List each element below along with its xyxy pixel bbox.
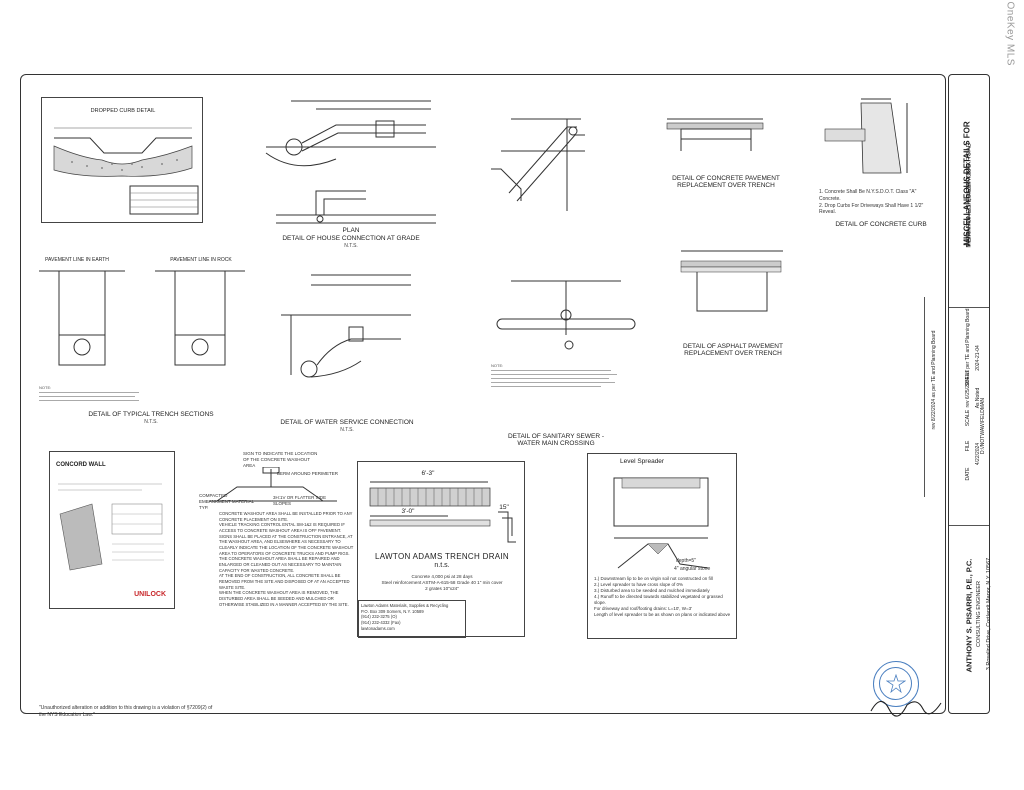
concord-wall-panel: CONCORD WALL UNILOCK <box>49 451 175 609</box>
engineer-name: ANTHONY S. PISARRI, P.E., P.C. <box>964 558 974 673</box>
asphalt-pavement-drawing <box>680 250 783 312</box>
house-connection-drawing <box>265 100 436 224</box>
pavement-line-rock-label: PAVEMENT LINE IN ROCK <box>170 257 232 263</box>
watermark-text: OneKey MLS <box>1004 1 1016 66</box>
seal-star-icon <box>886 674 906 694</box>
water-service-title: DETAIL OF WATER SERVICE CONNECTION <box>280 419 414 426</box>
sanitary-sewer-drawing <box>496 280 636 350</box>
trench-drain-dim2: 3'-0" <box>401 508 415 515</box>
house-connection-title: DETAIL OF HOUSE CONNECTION AT GRADE <box>282 235 420 242</box>
washout-sideslopes-label: 3H:1V OR FLATTER SIDE SLOPES <box>273 495 327 507</box>
date-label: DATE <box>965 467 971 481</box>
unilock-logo: UNILOCK <box>134 591 166 598</box>
trench-drain-title: LAWTON ADAMS TRENCH DRAIN <box>374 552 510 561</box>
sheet-number-label: SHEET <box>965 369 971 387</box>
revision-strip: rev 8/22/2024 as per TE and Planning Boa… <box>924 297 945 497</box>
dropped-curb-title: DROPPED CURB DETAIL <box>90 108 156 114</box>
level-spreader-stone: 4" angular stone <box>674 566 711 572</box>
pe-seal <box>873 661 919 707</box>
asphalt-pavement-title: DETAIL OF ASPHALT PAVEMENT REPLACEMENT O… <box>683 343 783 358</box>
dropped-curb-panel: DROPPED CURB DETAIL <box>41 97 203 223</box>
signature-mark <box>870 700 942 717</box>
trench-drain-dim3: 15" <box>499 504 509 511</box>
concrete-curb-notes: 1. Concrete Shall Be N.Y.S.D.O.T. Class … <box>819 189 924 216</box>
concrete-curb-title: DETAIL OF CONCRETE CURB <box>835 221 927 228</box>
concord-wall-drawing <box>58 483 164 571</box>
trench-drain-vendor-box: Lawton Adams Materials, Supplies & Recyc… <box>358 600 466 638</box>
trench-notes: NOTE: <box>39 385 149 402</box>
engineer-title: CONSULTING ENGINEER <box>976 581 982 647</box>
title-block: MISCELLANEOUS DETAILS FOR FEINMAN - 21 E… <box>948 74 992 714</box>
washout-notes: CONCRETE WASHOUT AREA SHALL BE INSTALLED… <box>219 511 354 607</box>
concrete-curb-drawing <box>824 98 908 174</box>
title-block-divider-2 <box>949 525 989 526</box>
date-value: 4/22/2024 <box>975 442 981 466</box>
level-spreader-title: Level Spreader <box>620 458 665 465</box>
level-spreader-drawing <box>613 477 709 569</box>
disclaimer-text: "Unauthorized alteration or addition to … <box>39 705 213 718</box>
dropped-curb-drawing <box>53 127 199 215</box>
concrete-pavement-title: DETAIL OF CONCRETE PAVEMENT REPLACEMENT … <box>672 175 780 190</box>
water-service-drawing <box>281 274 411 378</box>
washout-drawing <box>209 467 337 502</box>
trench-sections-drawing <box>39 270 245 366</box>
title-block-divider-1 <box>949 307 989 308</box>
pe-seal-inner <box>879 667 912 700</box>
trench-drain-dim1: 6'-3" <box>421 470 435 477</box>
washout-sign-label: SIGN TO INDICATE THE LOCATION OF THE CON… <box>243 451 318 469</box>
trench-drain-vendor: Lawton Adams Materials, Supplies & Recyc… <box>361 603 449 631</box>
level-spreader-panel: Level Spreader depth=5" 4" angular stone… <box>587 453 737 639</box>
trench-drain-spec: Concrete 4,000 psi at 28 days Steel rein… <box>381 574 503 592</box>
sanitary-sewer-title: DETAIL OF SANITARY SEWER - WATER MAIN CR… <box>507 433 605 448</box>
trench-sections-scale: N.T.S. <box>144 419 158 425</box>
level-spreader-depth: depth=5" <box>676 558 696 564</box>
water-service-scale: N.T.S. <box>340 427 354 433</box>
pavement-line-earth-label: PAVEMENT LINE IN EARTH <box>45 257 109 263</box>
drawing-sheet: DROPPED CURB DETAIL <box>20 74 946 718</box>
sanitary-notes: NOTE: <box>491 363 621 388</box>
washout-berm-label: BERM AROUND PERIMETER <box>277 471 339 476</box>
angled-pipe-drawing <box>491 118 585 211</box>
watermark: OneKey MLS <box>1000 2 1022 86</box>
rev-1: rev 8/22/2024 as per TE and Planning Boa… <box>931 330 937 430</box>
trench-drain-panel: 6'-3" 3'-0" 15" LAWTON ADAMS TRENCH DRAI… <box>357 461 525 638</box>
concord-wall-title: CONCORD WALL <box>56 462 106 468</box>
trench-drain-drawing <box>369 481 516 543</box>
trench-drain-scale: n.t.s. <box>434 562 450 569</box>
sheet-number-value: 2024-21-04 <box>975 345 981 371</box>
plan-label: PLAN <box>342 227 360 234</box>
engineer-address: 3 Rosalind Drive, Cortlandt Manor, N.Y. … <box>986 557 992 671</box>
house-connection-scale: N.T.S. <box>344 243 358 249</box>
washout-material-label: COMPACTED EMBANKMENT MATERIAL TYP. <box>199 493 254 511</box>
trench-sections-title: DETAIL OF TYPICAL TRENCH SECTIONS <box>88 411 214 418</box>
concrete-pavement-drawing <box>666 118 764 151</box>
level-spreader-notes: 1.) Downstream lip to be on virgin soil … <box>594 576 731 618</box>
